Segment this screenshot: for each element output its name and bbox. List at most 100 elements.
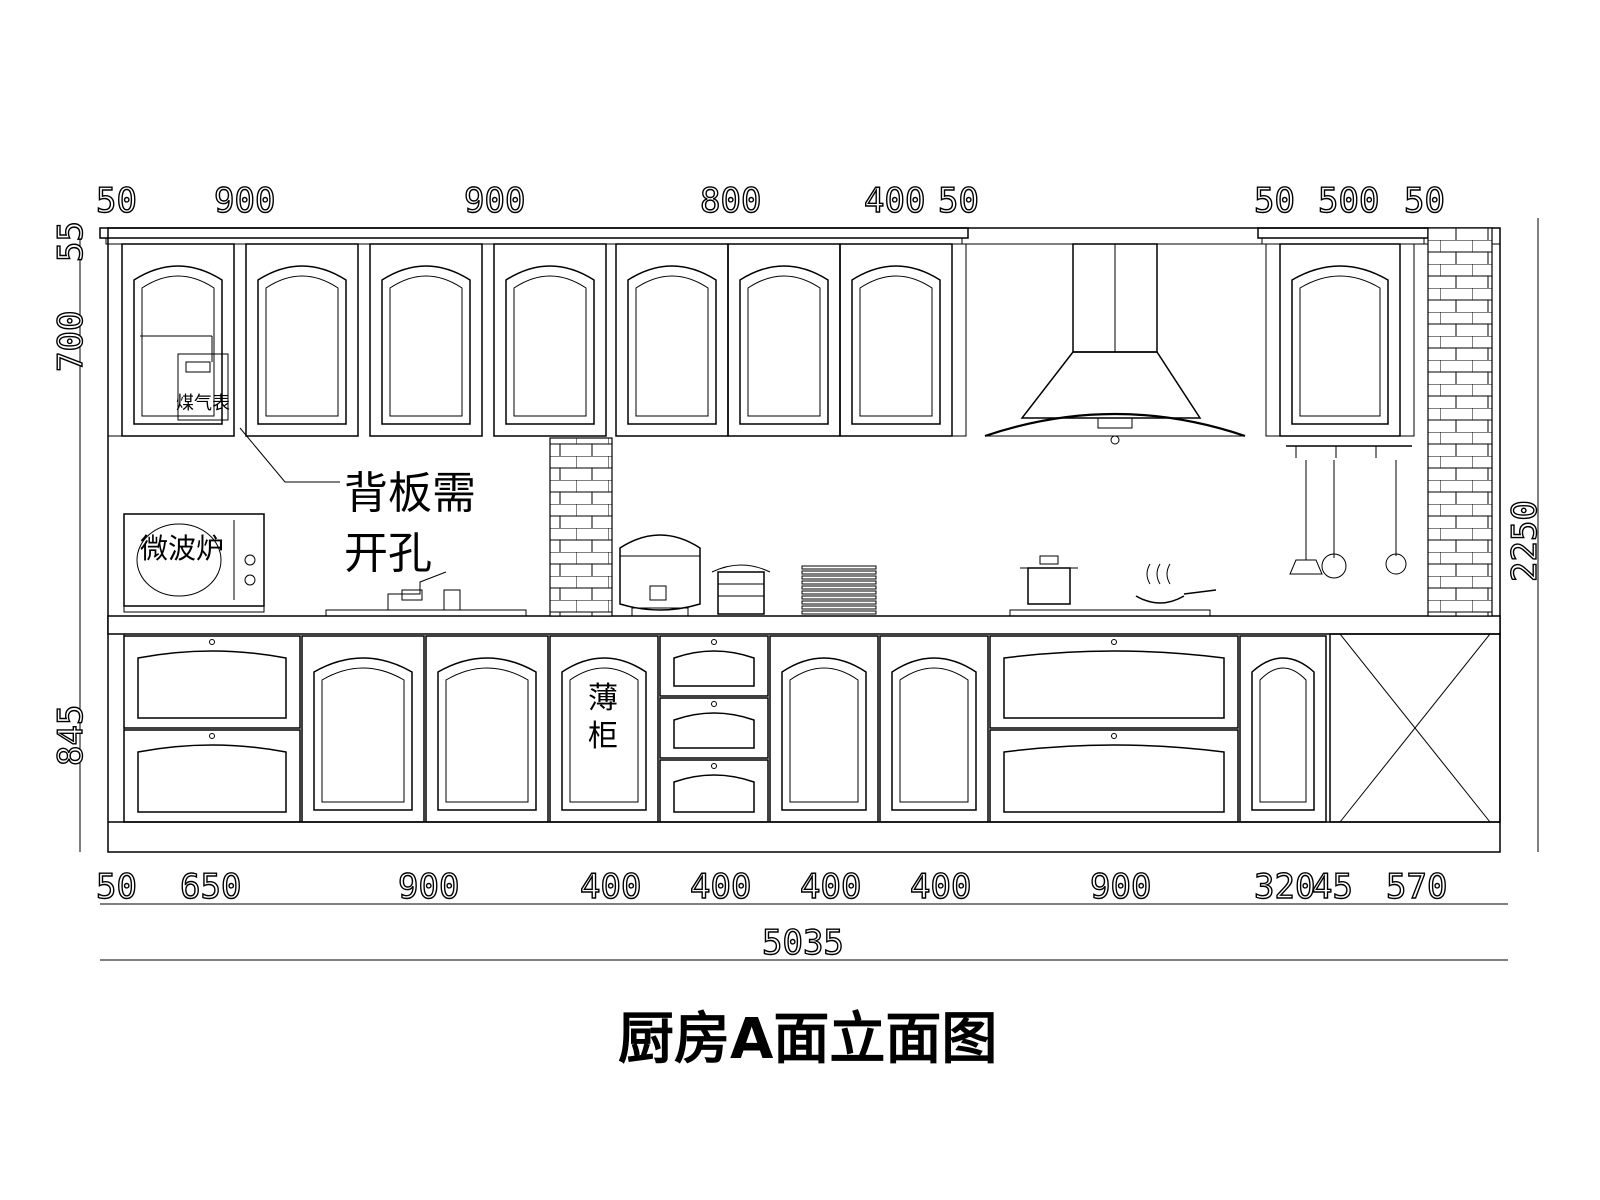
dim-bottom-9: 320	[1254, 867, 1315, 907]
lower-drawer-8a-panel	[1003, 650, 1225, 719]
microwave-label: 微波炉	[140, 532, 224, 565]
dim-top-5: 400	[864, 181, 925, 221]
open-shelf-x	[1329, 633, 1501, 823]
plate	[801, 580, 877, 585]
upper-door-2	[245, 243, 359, 437]
dim-bottom-2: 650	[180, 867, 241, 907]
dim-top-2: 900	[214, 181, 275, 221]
drawing-title: 厨房A面立面图	[618, 1007, 997, 1072]
dim-bottom-10: 45	[1312, 867, 1353, 907]
lower-drawer-1b-knob	[209, 733, 215, 739]
dim-bottom-4: 400	[580, 867, 641, 907]
lower-drawer-5a	[659, 635, 769, 697]
lower-drawer-8a-knob	[1111, 639, 1117, 645]
lower-door-thin-cabinet-inner-panel	[569, 667, 639, 803]
upper-door-5-inner-panel	[635, 275, 709, 417]
lower-door-3-panel	[437, 657, 537, 811]
lower-drawer-8b-panel	[1003, 744, 1225, 813]
gas-meter: 煤气表	[140, 335, 230, 421]
upper-door-3-panel	[381, 265, 471, 425]
brick-column-right	[1427, 227, 1493, 617]
plate	[801, 600, 877, 605]
dim-top-4: 800	[700, 181, 761, 221]
upper-left-pilaster	[107, 243, 123, 437]
upper-door-6-inner-panel	[747, 275, 821, 417]
lower-drawer-5c-knob	[711, 763, 717, 769]
lower-door-3-inner-panel	[445, 667, 529, 803]
lower-door-7-panel	[891, 657, 977, 811]
upper-door-7-inner-panel	[859, 275, 933, 417]
lower-door-7-inner-panel	[899, 667, 969, 803]
gas-meter-label: 煤气表	[176, 393, 230, 414]
lower-door-2-inner-panel	[321, 667, 405, 803]
lower-drawer-5b-panel	[673, 712, 755, 749]
lower-drawer-1b-panel	[137, 744, 287, 813]
dim-right: 2250	[1505, 500, 1545, 582]
plate	[801, 570, 877, 575]
plate	[801, 585, 877, 590]
lower-drawer-5b	[659, 697, 769, 759]
stacked-plates	[801, 565, 877, 615]
lower-door-6-inner-panel	[789, 667, 859, 803]
lower-door-7	[879, 635, 989, 823]
lower-drawer-1a	[123, 635, 301, 729]
dim-bottom-6: 400	[800, 867, 861, 907]
faucet	[325, 571, 527, 617]
cabinet-outline	[99, 227, 1501, 853]
thin-cabinet-label-1: 薄	[588, 681, 618, 716]
lower-drawer-1a-panel	[137, 650, 287, 719]
backboard-note-line2: 开孔	[344, 528, 432, 579]
dim-top-8: 500	[1318, 181, 1379, 221]
lower-drawer-8b	[989, 729, 1239, 823]
upper-door-4-inner-panel	[513, 275, 587, 417]
dim-bottom-11: 570	[1386, 867, 1447, 907]
upper-door-6-panel	[739, 265, 829, 425]
thin-cabinet-label-2: 柜	[588, 719, 618, 754]
upper-door-6	[727, 243, 841, 437]
upper-door-5-panel	[627, 265, 717, 425]
upper-door-7-panel	[851, 265, 941, 425]
plate	[801, 565, 877, 570]
rice-cooker	[619, 534, 701, 617]
dim-top-1: 50	[96, 181, 137, 221]
lower-door-9	[1239, 635, 1327, 823]
plate	[801, 595, 877, 600]
backboard-leader-line	[239, 427, 340, 483]
lower-door-9-panel	[1251, 657, 1315, 811]
lower-drawer-5a-knob	[711, 639, 717, 645]
range-hood	[984, 243, 1246, 445]
lower-left-pilaster	[107, 633, 125, 823]
lower-drawer-1b	[123, 729, 301, 823]
lower-drawer-5c	[659, 759, 769, 823]
lower-drawer-5b-knob	[711, 701, 717, 707]
lower-door-3	[425, 635, 549, 823]
upper-door-4	[493, 243, 607, 437]
dim-bottom-5: 400	[690, 867, 751, 907]
upper-door-1-panel	[133, 265, 223, 425]
lower-door-2-panel	[313, 657, 413, 811]
upper-door-7	[839, 243, 953, 437]
lower-door-thin-cabinet	[549, 635, 659, 823]
upper-door-5	[615, 243, 729, 437]
lower-door-6-panel	[781, 657, 867, 811]
utensil-rail	[1286, 445, 1412, 579]
plate	[801, 610, 877, 615]
lower-drawer-1a-knob	[209, 639, 215, 645]
dim-top-6: 50	[938, 181, 979, 221]
lower-door-2	[301, 635, 425, 823]
dim-top-7: 50	[1254, 181, 1295, 221]
lower-drawer-8b-knob	[1111, 733, 1117, 739]
upper-mid-pilaster	[951, 243, 967, 437]
upper-door-1-inner-panel	[141, 275, 215, 417]
brick-column-center	[549, 437, 613, 617]
lower-drawer-5a-panel	[673, 650, 755, 687]
microwave: 微波炉	[123, 513, 265, 613]
upper-door-3	[369, 243, 483, 437]
dim-left-2: 700	[51, 311, 91, 372]
upper-door-right-panel	[1291, 265, 1389, 425]
upper-door-2-inner-panel	[265, 275, 339, 417]
upper-door-right	[1279, 243, 1401, 437]
upper-door-3-inner-panel	[389, 275, 463, 417]
upper-door-2-panel	[257, 265, 347, 425]
dim-top-9: 50	[1404, 181, 1445, 221]
